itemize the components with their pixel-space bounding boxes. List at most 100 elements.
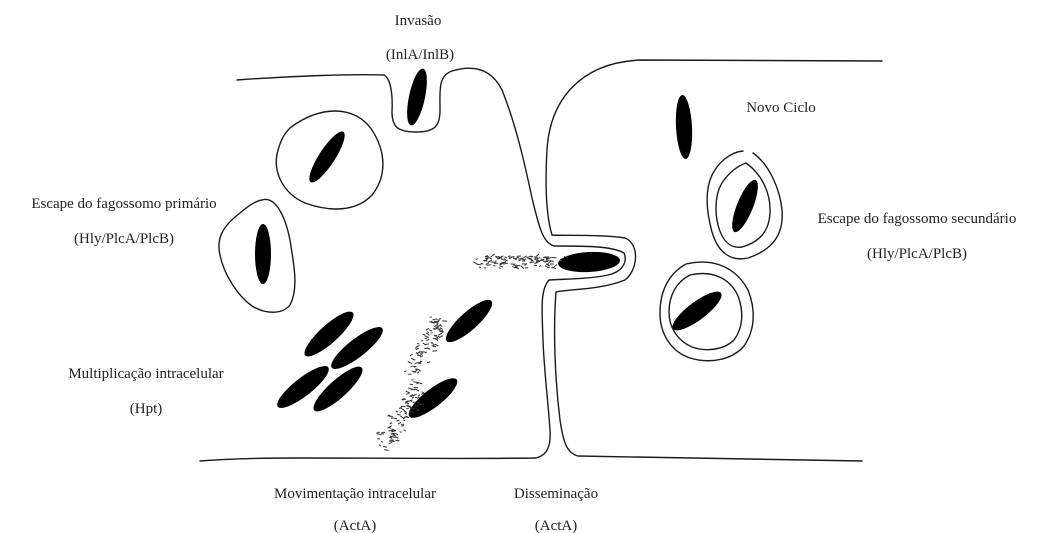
- label-disseminacao-title: Disseminação: [514, 485, 598, 503]
- actin-filament: [552, 257, 557, 258]
- label-movimentacao-title: Movimentação intracelular: [274, 485, 436, 503]
- actin-filament: [413, 382, 417, 383]
- actin-filament: [523, 256, 527, 258]
- bacterium-primary-phagosome-upper: [304, 127, 350, 186]
- actin-tail-moving-2: [376, 387, 424, 450]
- actin-filament: [400, 411, 402, 412]
- actin-filament: [410, 384, 413, 385]
- actin-filament: [530, 262, 535, 263]
- actin-filament: [440, 325, 442, 326]
- bacterium-secondary-phagosome-upper: [727, 177, 763, 235]
- actin-filament: [544, 257, 547, 258]
- actin-filament: [414, 406, 419, 407]
- bacterium-disseminating: [558, 250, 621, 273]
- actin-filament: [479, 267, 481, 268]
- actin-filament: [414, 387, 419, 388]
- actin-filament: [508, 256, 510, 257]
- actin-filament: [383, 446, 387, 447]
- actin-filament: [518, 260, 520, 261]
- actin-filament: [547, 264, 550, 266]
- actin-filament: [431, 342, 434, 344]
- actin-filament: [398, 422, 401, 424]
- label-invasao-title: Invasão: [395, 12, 442, 30]
- actin-filament: [426, 339, 429, 340]
- actin-filament: [416, 348, 419, 350]
- label-novo-ciclo: Novo Ciclo: [746, 99, 816, 117]
- actin-filament: [381, 433, 384, 434]
- label-escape-secundario-genes: (Hly/PlcA/PlcB): [867, 245, 967, 263]
- bacterium-secondary-phagosome-lower: [668, 286, 727, 336]
- actin-filament: [415, 389, 420, 391]
- actin-filament: [379, 445, 381, 447]
- actin-filament: [473, 262, 477, 265]
- actin-filament: [494, 263, 498, 264]
- actin-filament: [404, 411, 407, 413]
- actin-filament: [396, 437, 398, 438]
- actin-filament: [418, 363, 421, 364]
- label-multiplicacao-title: Multiplicação intracelular: [68, 365, 223, 383]
- actin-filament: [486, 263, 489, 265]
- actin-filament: [433, 329, 436, 330]
- actin-filament: [421, 340, 423, 341]
- actin-filament: [426, 328, 429, 330]
- actin-filament: [408, 362, 412, 364]
- actin-filament: [415, 348, 418, 349]
- actin-filament: [406, 391, 410, 393]
- actin-filament: [504, 257, 507, 258]
- actin-filament: [500, 266, 503, 268]
- actin-filament: [404, 371, 406, 372]
- actin-filament: [420, 354, 423, 356]
- actin-filament: [491, 254, 495, 257]
- actin-filament: [406, 393, 409, 394]
- actin-filament: [521, 266, 524, 269]
- actin-filament: [417, 372, 419, 374]
- label-escape-secundario-title: Escape do fagossomo secundário: [818, 210, 1017, 228]
- actin-filament: [412, 397, 414, 399]
- actin-filament: [436, 345, 439, 347]
- actin-filament: [426, 333, 429, 335]
- actin-filament: [393, 418, 397, 419]
- bacterium-moving-1: [441, 294, 498, 348]
- actin-filament: [400, 432, 402, 433]
- actin-filament: [392, 435, 396, 436]
- actin-filament: [376, 432, 379, 433]
- actin-filament: [476, 259, 478, 260]
- actin-filament: [481, 263, 484, 264]
- actin-filament: [427, 362, 430, 363]
- actin-tail-disseminating: [473, 254, 567, 269]
- actin-filament: [491, 262, 496, 263]
- actin-filament: [531, 257, 533, 258]
- label-multiplicacao-genes: (Hpt): [130, 400, 163, 418]
- label-invasao-genes: (InlA/InlB): [386, 46, 454, 64]
- actin-filament: [425, 344, 429, 345]
- actin-filament: [384, 450, 389, 451]
- actin-filament: [516, 265, 520, 266]
- bacterium-primary-phagosome-lower: [255, 224, 271, 284]
- label-escape-primario-genes: (Hly/PlcA/PlcB): [74, 230, 174, 248]
- actin-filament: [438, 329, 441, 330]
- label-movimentacao-genes: (ActA): [334, 517, 376, 533]
- actin-filament: [542, 259, 544, 260]
- actin-filament: [389, 442, 393, 443]
- actin-filament: [427, 332, 429, 334]
- actin-filament: [406, 406, 408, 407]
- actin-filament: [381, 442, 383, 443]
- actin-filament: [499, 264, 502, 265]
- actin-filament: [430, 317, 432, 318]
- actin-filament: [486, 256, 488, 257]
- actin-filament: [431, 333, 433, 334]
- actin-filament: [433, 319, 435, 320]
- actin-filament: [512, 266, 515, 268]
- actin-filament: [418, 395, 420, 397]
- bacterium-invading: [403, 67, 431, 127]
- actin-filament: [390, 423, 392, 424]
- actin-filament: [487, 265, 491, 266]
- actin-filament: [539, 265, 541, 266]
- actin-filament: [517, 256, 521, 257]
- actin-filament: [493, 265, 495, 266]
- actin-filament: [403, 420, 405, 421]
- actin-filament: [404, 430, 406, 431]
- actin-filament: [396, 411, 398, 412]
